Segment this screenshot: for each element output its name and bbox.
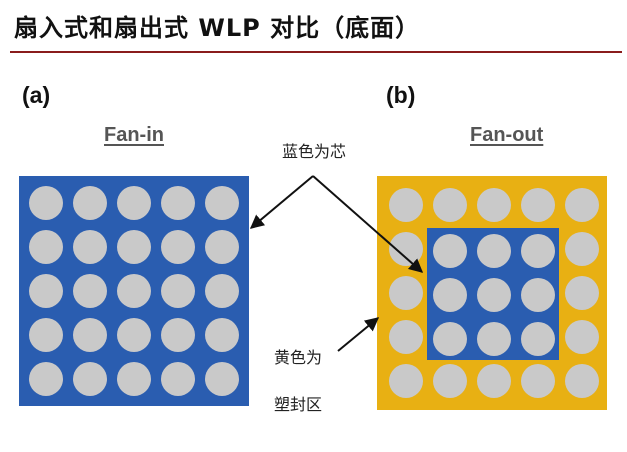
fan-in-solder-ball <box>29 362 63 396</box>
chip-annotation: 蓝色为芯 <box>282 142 347 161</box>
chip-core-solder-ball <box>433 234 467 268</box>
fan-out-package <box>377 176 607 410</box>
fan-out-solder-ball <box>565 320 599 354</box>
fan-in-solder-ball <box>205 362 239 396</box>
fan-in-solder-ball <box>73 318 107 352</box>
chip-core-solder-ball <box>477 278 511 312</box>
fan-out-solder-ball <box>389 188 423 222</box>
fan-in-solder-ball <box>161 230 195 264</box>
arrow-to-fan-out-chip <box>312 175 424 273</box>
fan-in-solder-ball <box>29 186 63 220</box>
fan-out-solder-ball <box>477 364 511 398</box>
arrow-to-fan-in-chip <box>249 175 314 229</box>
fan-in-solder-ball <box>117 186 151 220</box>
page-title: 扇入式和扇出式 WLP 对比（底面） <box>14 14 421 42</box>
mold-annotation-line1: 黄色为 <box>274 348 323 367</box>
fan-in-solder-ball <box>29 318 63 352</box>
fan-out-solder-ball <box>565 364 599 398</box>
chip-core-solder-ball <box>477 234 511 268</box>
chip-core <box>427 228 559 360</box>
fan-out-solder-ball <box>433 188 467 222</box>
fan-out-solder-ball <box>565 276 599 310</box>
fan-in-solder-ball <box>117 230 151 264</box>
fan-in-solder-ball <box>117 362 151 396</box>
fan-out-solder-ball <box>521 364 555 398</box>
panel-b-label: (b) <box>386 82 416 108</box>
fan-out-solder-ball <box>389 320 423 354</box>
fan-out-solder-ball <box>389 364 423 398</box>
fan-in-solder-ball <box>205 318 239 352</box>
fan-in-solder-ball <box>161 362 195 396</box>
panel-a-label: (a) <box>22 82 51 108</box>
fan-in-solder-ball <box>205 186 239 220</box>
mold-annotation-line2: 塑封区 <box>274 395 323 414</box>
fan-in-solder-ball <box>73 362 107 396</box>
fan-in-solder-ball <box>205 230 239 264</box>
fan-in-solder-ball <box>117 274 151 308</box>
fan-in-solder-ball <box>73 274 107 308</box>
chip-core-solder-ball <box>521 322 555 356</box>
chip-core-solder-ball <box>433 278 467 312</box>
fan-out-solder-ball <box>477 188 511 222</box>
chip-core-solder-ball <box>521 234 555 268</box>
fan-in-solder-ball <box>29 274 63 308</box>
fan-out-solder-ball <box>521 188 555 222</box>
fan-in-heading: Fan-in <box>104 124 164 146</box>
fan-out-solder-ball <box>565 232 599 266</box>
fan-out-solder-ball <box>389 276 423 310</box>
fan-out-heading: Fan-out <box>470 124 544 146</box>
fan-in-solder-ball <box>161 186 195 220</box>
chip-core-solder-ball <box>433 322 467 356</box>
fan-out-solder-ball <box>565 188 599 222</box>
chip-core-solder-ball <box>477 322 511 356</box>
fan-in-solder-ball <box>205 274 239 308</box>
title-divider <box>10 51 622 53</box>
fan-in-solder-ball <box>161 318 195 352</box>
arrow-to-mold-area <box>337 317 380 352</box>
chip-core-solder-ball <box>521 278 555 312</box>
fan-in-solder-ball <box>73 230 107 264</box>
fan-in-package <box>19 176 249 406</box>
fan-in-solder-ball <box>29 230 63 264</box>
fan-in-solder-ball <box>117 318 151 352</box>
fan-out-solder-ball <box>433 364 467 398</box>
fan-in-solder-ball <box>73 186 107 220</box>
fan-in-solder-ball <box>161 274 195 308</box>
